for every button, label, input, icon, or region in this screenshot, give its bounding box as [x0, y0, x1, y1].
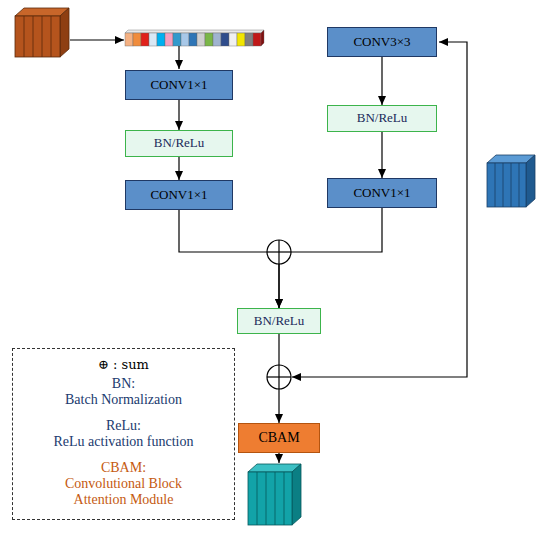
- legend-text: BN:: [112, 376, 135, 392]
- box-label: BN/ReLu: [357, 111, 408, 125]
- sum-symbol: [267, 365, 291, 389]
- box-label: CONV1×1: [353, 186, 410, 200]
- flow-arrow: [381, 57, 382, 105]
- box-label: CBAM: [258, 430, 299, 445]
- conv-box: CONV1×1: [125, 70, 233, 100]
- flow-arrow: [178, 100, 179, 130]
- legend-box: ⊕ : sumBN:Batch NormalizationReLu:ReLu a…: [12, 348, 235, 520]
- flow-arrow: [381, 132, 382, 178]
- legend-text: ⊕ : sum: [98, 357, 149, 373]
- legend-text: Batch Normalization: [65, 392, 182, 408]
- input-arrow: [70, 39, 124, 40]
- sum-symbol: [267, 240, 291, 264]
- input-feature-cube: [15, 8, 69, 57]
- legend-text: ReLu:: [106, 418, 141, 434]
- legend-text: ReLu activation function: [54, 434, 194, 450]
- skip-line: [439, 42, 467, 200]
- box-label: CONV3×3: [353, 35, 410, 49]
- box-label: BN/ReLu: [154, 136, 205, 150]
- flow-arrow: [278, 334, 279, 423]
- legend-text: CBAM:: [101, 460, 146, 476]
- token-strip: [125, 30, 264, 46]
- flow-arrow: [179, 210, 279, 308]
- box-label: CONV1×1: [150, 78, 207, 92]
- flow-arrow: [279, 208, 382, 308]
- legend-text: Convolutional Block Attention Module: [39, 476, 209, 508]
- bn-relu-box: BN/ReLu: [237, 308, 321, 334]
- strip-arrow: [178, 46, 179, 69]
- box-label: BN/ReLu: [254, 314, 305, 328]
- flow-arrow: [178, 157, 179, 180]
- bn-relu-box: BN/ReLu: [125, 130, 233, 157]
- output-arrow: [278, 453, 279, 463]
- conv-box: CONV1×1: [125, 180, 233, 210]
- skip-line: [292, 200, 467, 377]
- input-feature-cube: [487, 155, 535, 207]
- conv-box: CONV3×3: [327, 27, 437, 57]
- output-feature-cube: [248, 464, 301, 525]
- cbam-box: CBAM: [238, 423, 320, 453]
- bn-relu-box: BN/ReLu: [327, 105, 437, 132]
- box-label: CONV1×1: [150, 188, 207, 202]
- conv-box: CONV1×1: [327, 178, 437, 208]
